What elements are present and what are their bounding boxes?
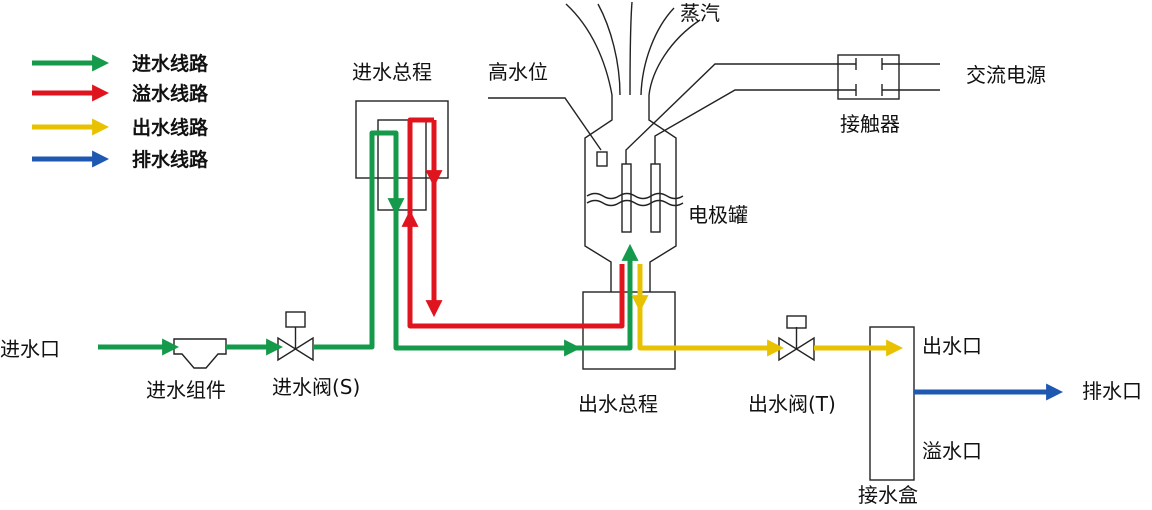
electrode-tank-label: 电极罐 (688, 203, 748, 227)
ac-power-label: 交流电源 (966, 63, 1046, 87)
legend-label-drain: 排水线路 (132, 148, 209, 171)
inlet-valve-icon (277, 311, 314, 362)
legend-label-outlet: 出水线路 (132, 116, 209, 139)
high-level-leader (488, 97, 602, 151)
outlet-water-line (631, 264, 904, 357)
outlet-valve-icon (778, 315, 815, 362)
overflow-outlet-label: 溢水口 (922, 439, 982, 463)
inlet-assembly-icon (173, 338, 227, 369)
inlet-assembly-label: 进水组件 (146, 378, 226, 402)
electrode-right (650, 163, 661, 233)
water-surface (586, 192, 684, 207)
water-inlet-label: 进水口 (0, 337, 60, 361)
inlet-manifold-box (355, 100, 449, 179)
contactor-gap-2 (856, 86, 882, 94)
inlet-water-line (98, 130, 639, 357)
electrode-wire-1 (625, 63, 940, 164)
electrode-left (621, 163, 632, 233)
water-outlet-label: 出水口 (922, 334, 982, 358)
drain-outlet-label: 排水口 (1082, 379, 1142, 403)
outlet-manifold-label: 出水总程 (578, 392, 658, 416)
contactor-gap-1 (856, 60, 882, 68)
high-level-label: 高水位 (488, 60, 548, 84)
electrode-tank (584, 95, 677, 292)
legend-label-inlet: 进水线路 (132, 52, 209, 75)
inlet-valve-label: 进水阀(S) (272, 375, 360, 399)
legend-label-overflow: 溢水线路 (132, 82, 209, 105)
inlet-manifold-label: 进水总程 (352, 60, 432, 84)
high-level-sensor (596, 151, 608, 167)
steam-lines (565, 1, 701, 96)
contactor-label: 接触器 (840, 112, 900, 136)
contactor-box (837, 54, 900, 100)
collection-box-label: 接水盒 (858, 483, 918, 507)
overflow-water-line (401, 117, 625, 329)
steam-label: 蒸汽 (680, 1, 720, 25)
outlet-valve-label: 出水阀(T) (748, 392, 836, 416)
legend: 进水线路 溢水线路 出水线路 排水线路 (32, 52, 209, 171)
collection-box (869, 326, 915, 481)
